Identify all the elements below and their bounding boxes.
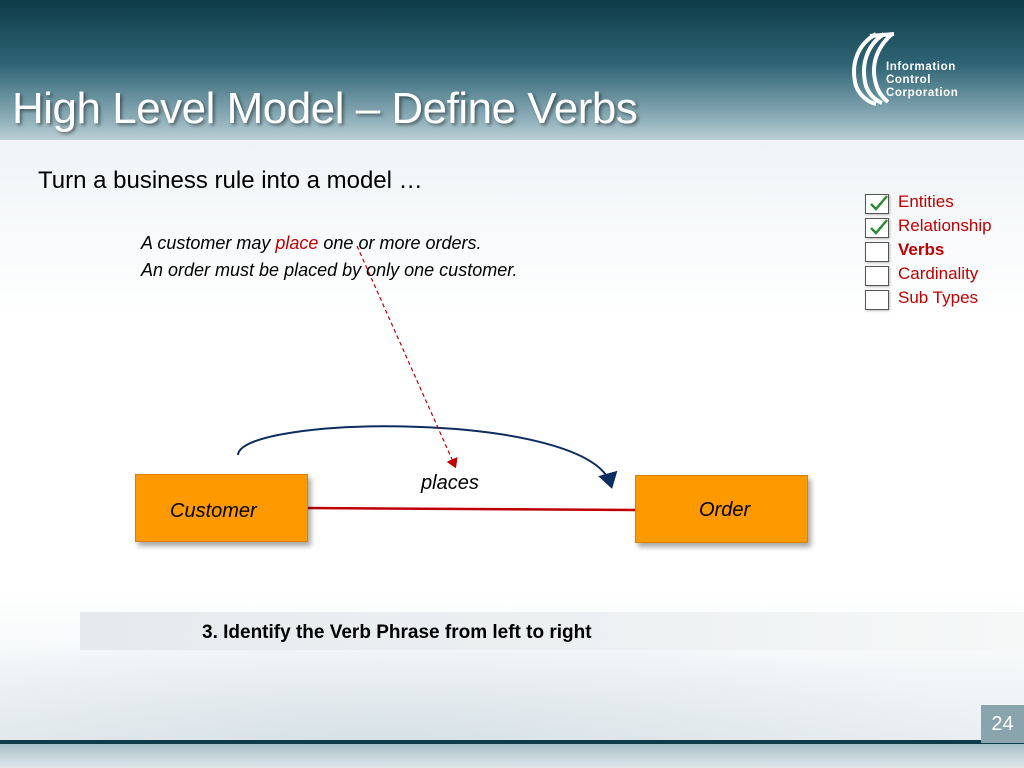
relationship-line: [306, 506, 637, 512]
checklist-item-verbs: Verbs: [865, 238, 1024, 262]
checklist-item-relationship: Relationship: [865, 214, 1024, 238]
checklist-label: Sub Types: [898, 288, 979, 307]
verb-phrase-label: places: [421, 472, 479, 494]
logo-text: Information Control Corporation: [886, 61, 958, 100]
checklist-label-current: Verbs: [898, 240, 945, 259]
checkbox: [865, 194, 889, 214]
logo-line-2: Control: [886, 74, 932, 86]
step-instruction: 3. Identify the Verb Phrase from left to…: [202, 622, 592, 643]
step-band: [80, 612, 1024, 650]
checklist-label: Entities: [898, 192, 954, 211]
checklist-item-cardinality: Cardinality: [865, 262, 1024, 286]
footer-band: [0, 744, 1024, 768]
business-rule: A customer may place one or more orders.…: [141, 230, 518, 284]
entity-customer-label: Customer: [170, 500, 257, 522]
rule-prefix: A customer may: [141, 233, 276, 253]
logo-line-3: Corporation: [886, 87, 959, 99]
checkbox: [865, 242, 889, 262]
entity-order: Order: [635, 475, 808, 543]
company-logo-icon: [852, 32, 895, 106]
rule-highlight-verb: place: [275, 233, 319, 253]
entity-customer: Customer: [135, 474, 308, 542]
checklist-item-sub-types: Sub Types: [865, 286, 1024, 310]
verb-pointer-dashed-arrow: [356, 245, 458, 469]
page-number: 24: [981, 705, 1024, 743]
checkmark-icon: [870, 195, 888, 211]
progress-checklist: Entities Relationship Verbs Cardinality …: [865, 190, 1024, 310]
logo-line-1: Information: [886, 61, 956, 73]
checkbox: [865, 218, 889, 238]
checklist-item-entities: Entities: [865, 190, 1024, 214]
rule-suffix: one or more orders.: [318, 233, 482, 253]
checkbox: [865, 266, 889, 286]
verb-direction-arc: [237, 425, 618, 489]
checkbox: [865, 290, 889, 310]
entity-order-label: Order: [699, 499, 751, 521]
slide-title: High Level Model – Define Verbs: [12, 84, 638, 133]
footer-line: [0, 740, 1024, 744]
checklist-label: Relationship: [898, 216, 992, 235]
checkmark-icon: [870, 219, 888, 235]
checklist-label: Cardinality: [898, 264, 979, 283]
business-rule-line-2: An order must be placed by only one cust…: [141, 260, 518, 280]
business-rule-line-1: A customer may place one or more orders.: [141, 230, 518, 257]
slide-subtitle: Turn a business rule into a model …: [38, 167, 423, 194]
